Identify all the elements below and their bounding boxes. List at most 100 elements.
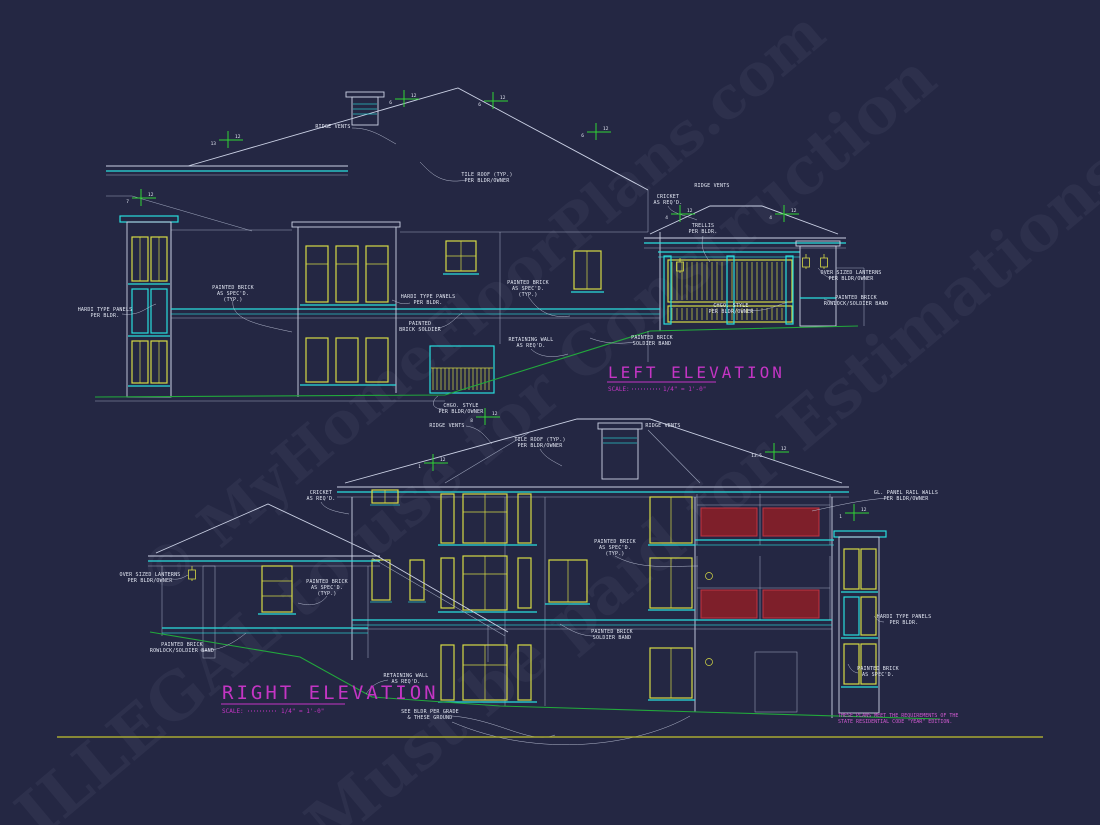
pitch-rise: 6 [478, 102, 481, 108]
pitch-marker: 12 13 [211, 131, 243, 148]
left-elevation-scale-value: 1/4" = 1'-0" [663, 386, 706, 393]
main-roof [106, 87, 649, 232]
pitch-marker: 12 7 [126, 189, 156, 206]
left-elevation-labels: RIDGE VENTS TILE ROOF (TYP.)PER BLDR/OWN… [78, 124, 888, 415]
pitch-run: 12 [492, 411, 498, 417]
upper-window-a [443, 240, 479, 275]
right-elevation-drawing [148, 418, 941, 720]
right-elevation-title: RIGHT ELEVATION [222, 682, 439, 704]
right-pillar [795, 240, 865, 327]
pitch-run: 12 [781, 446, 787, 452]
label-ridge-vents: RIDGE VENTS [645, 423, 680, 429]
lantern-icon [820, 254, 828, 269]
main-body [351, 497, 833, 718]
pitch-marker: 12 6 [581, 123, 611, 140]
drawing-titles: LEFT ELEVATION SCALE: 1/4" = 1'-0" RIGHT… [221, 363, 785, 715]
right-elevation-labels: RIDGE VENTS TILE ROOF (TYP.)PER BLDR/OWN… [120, 423, 958, 745]
chimney [597, 422, 643, 480]
pitch-run: 12 [603, 126, 609, 132]
mid-balcony [696, 556, 831, 666]
pitch-rise: 13 [211, 141, 217, 147]
label-ridge-vents: RIDGE VENTS [315, 124, 350, 130]
pitch-run: 12 [440, 457, 446, 463]
pitch-rise: 7 [126, 199, 129, 205]
right-tower [833, 530, 887, 714]
right-elevation-scale-value: 1/4" = 1'-0" [281, 708, 324, 715]
mid-row-windows [370, 555, 695, 613]
pitch-marker: 12 8 [470, 408, 500, 425]
right-elevation-scale-label: SCALE: [222, 708, 244, 715]
pitch-marker: 12 13.5 [751, 443, 789, 460]
lantern-icon [802, 254, 810, 269]
pitch-rise: 1 [839, 514, 842, 520]
pitch-marker: 12 6 [389, 90, 419, 107]
pitch-rise: 4 [769, 215, 772, 221]
grade-line-lower [149, 631, 941, 720]
pitch-marker: 12 1 [839, 504, 869, 521]
label-tile-roof: TILE ROOF (TYP.)PER BLDR/OWNER [461, 172, 512, 184]
main-body [170, 222, 661, 397]
upper-balcony [695, 494, 834, 546]
pitch-rise: 6 [389, 100, 392, 106]
pitch-run: 12 [500, 95, 506, 101]
pitch-rise: 13.5 [751, 453, 762, 459]
pitch-rise: 4 [665, 215, 668, 221]
pitch-marker: 12 6 [478, 92, 508, 109]
left-wing [148, 503, 509, 662]
pitch-marker: 12 1 [418, 454, 448, 471]
pitch-markers: 12 13 12 7 12 6 12 6 12 6 12 4 [126, 90, 869, 521]
lantern-icon [188, 566, 196, 581]
pitch-run: 12 [235, 134, 241, 140]
top-row-windows [370, 489, 695, 546]
bottom-row-windows [438, 644, 798, 713]
label-ridge-vents: RIDGE VENTS [429, 423, 464, 429]
pitch-rise: 6 [581, 133, 584, 139]
label-tile-roof: TILE ROOF (TYP.)PER BLDR/OWNER [514, 437, 565, 449]
trellis [658, 251, 800, 325]
pitch-run: 12 [791, 208, 797, 214]
pitch-run: 12 [148, 192, 154, 198]
pitch-marker: 12 4 [769, 205, 799, 222]
pitch-marker: 12 4 [665, 205, 695, 222]
left-elevation-scale-label: SCALE: [608, 386, 630, 393]
bay-window-tower [291, 221, 401, 397]
lantern-icon [676, 258, 684, 273]
chgo-style-window [429, 345, 495, 394]
upper-window-b [571, 250, 604, 293]
code-compliance-note: THESE PLANS MEET THE REQUIREMENTS OF THE… [838, 713, 958, 725]
pitch-rise: 8 [470, 418, 473, 424]
pitch-rise: 1 [418, 464, 421, 470]
pitch-run: 12 [687, 208, 693, 214]
left-elevation-title: LEFT ELEVATION [608, 363, 785, 382]
pitch-run: 12 [861, 507, 867, 513]
grade-line-upper [94, 325, 859, 402]
pitch-run: 12 [411, 93, 417, 99]
left-elevation-drawing [94, 87, 865, 402]
left-tower-windows [128, 236, 170, 387]
